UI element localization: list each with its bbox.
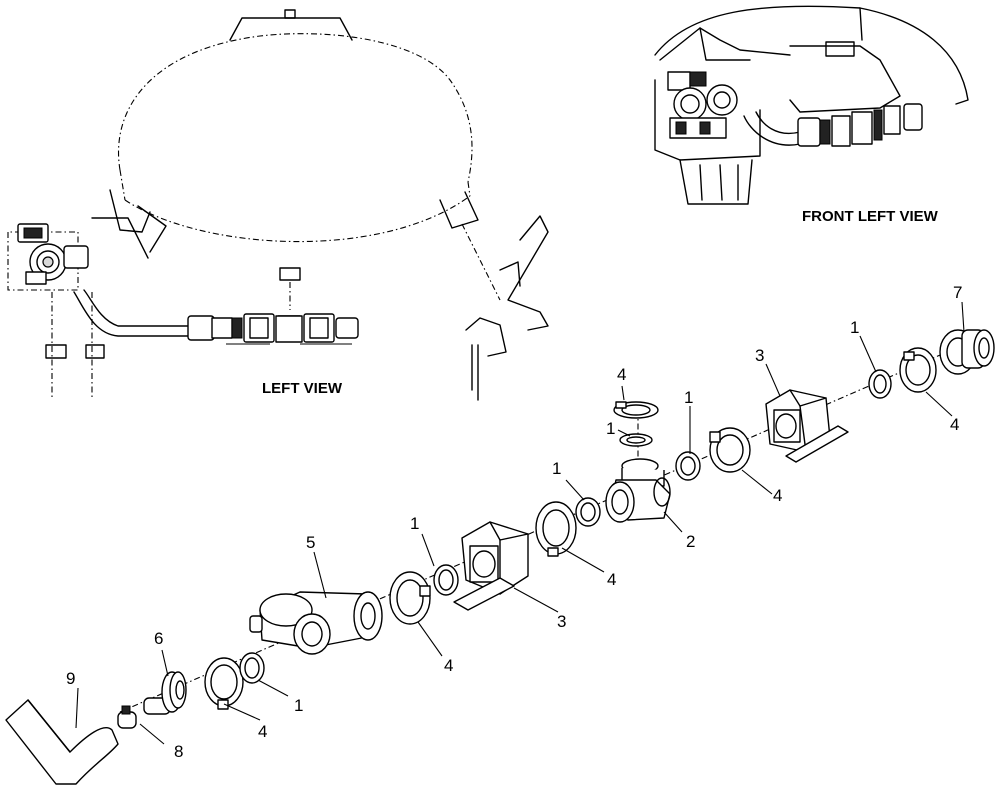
callout-4d: 4: [773, 486, 782, 505]
callout-9: 9: [66, 669, 75, 688]
plumbing-left-view: [73, 289, 359, 345]
callout-2: 2: [686, 532, 695, 551]
callout-4-top: 4: [617, 365, 626, 384]
callout-8: 8: [174, 742, 183, 761]
callout-4e: 4: [950, 415, 959, 434]
part-2-tee: [605, 458, 671, 523]
callout-7: 7: [953, 283, 962, 302]
part-4-clamp-e: [899, 347, 937, 393]
part-4-clamp-b: [389, 571, 431, 625]
callout-5: 5: [306, 533, 315, 552]
leader-lines: [75, 301, 965, 745]
callout-1e: 1: [850, 318, 859, 337]
part-9-hose: [5, 699, 119, 785]
callouts: 9 8 6 4 1 5 4 1 3 4 1 2 1 4 1 4 3 1 4 7: [66, 283, 962, 761]
part-4-clamp-d: [709, 427, 751, 473]
part-3-valve-a: [453, 521, 529, 611]
part-1-gasket-c: [575, 497, 601, 527]
callout-1a: 1: [294, 696, 303, 715]
part-1-gasket-a: [239, 652, 265, 684]
callout-4c: 4: [607, 570, 616, 589]
callout-4b: 4: [444, 656, 453, 675]
callout-6: 6: [154, 629, 163, 648]
front-left-view-illustration: [654, 5, 969, 205]
part-4-clamp-top: [613, 401, 659, 419]
callout-1-top: 1: [606, 419, 615, 438]
part-8-clamp: [117, 705, 137, 729]
callout-4a: 4: [258, 722, 267, 741]
tank-left-view: [91, 9, 549, 401]
left-view-label: LEFT VIEW: [262, 380, 343, 397]
callout-1c: 1: [552, 459, 561, 478]
part-4-clamp-c: [535, 501, 577, 557]
callout-1b: 1: [410, 514, 419, 533]
pump-left-view: [7, 223, 105, 400]
callout-1d: 1: [684, 388, 693, 407]
part-4-clamp-a: [204, 657, 244, 710]
callout-3a: 3: [557, 612, 566, 631]
part-6-hose-barb: [143, 671, 187, 715]
part-3-valve-b: [765, 389, 849, 463]
part-7-fitting: [939, 329, 995, 375]
part-1-gasket-e: [868, 369, 892, 399]
part-1-gasket-d: [675, 451, 701, 481]
front-left-view-label: FRONT LEFT VIEW: [802, 208, 939, 225]
part-1-gasket-top: [619, 433, 653, 447]
callout-3b: 3: [755, 346, 764, 365]
part-5-strainer: [249, 591, 383, 655]
part-1-gasket-b: [433, 564, 459, 596]
